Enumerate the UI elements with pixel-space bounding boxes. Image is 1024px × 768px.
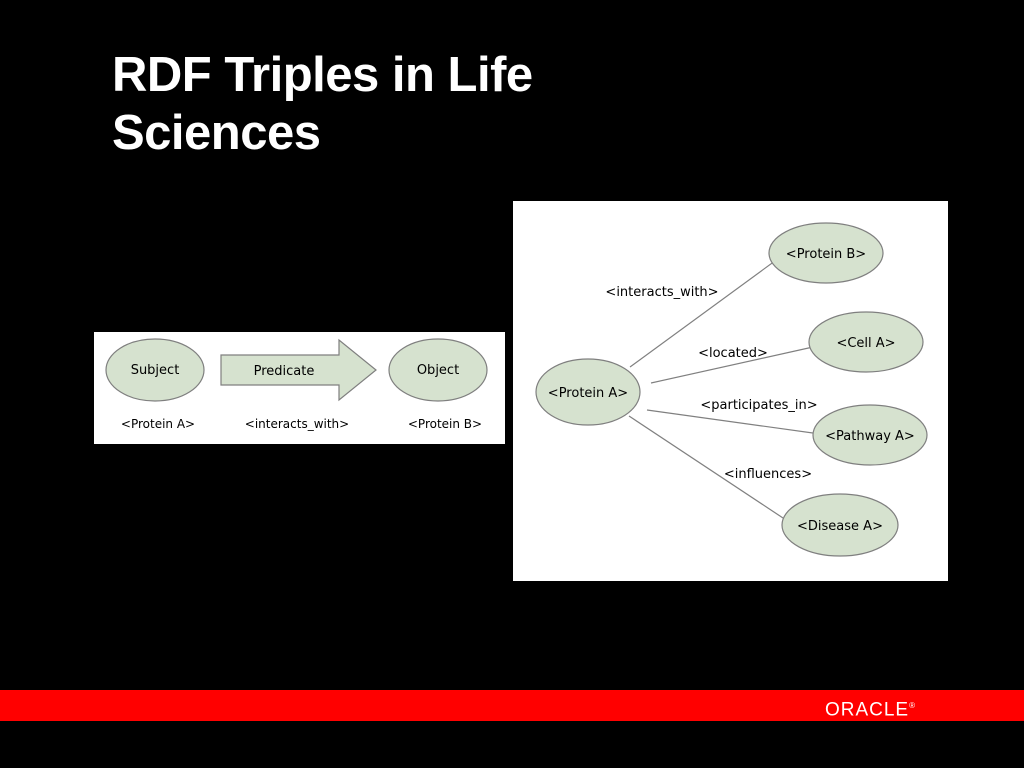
target-node-label: <Pathway A> [825, 429, 915, 444]
target-node-label: <Cell A> [836, 336, 895, 351]
edge-influences [628, 415, 784, 519]
edge-located [650, 346, 814, 384]
target-node [781, 493, 899, 557]
target-node-label: <Disease A> [797, 519, 883, 534]
target-node [812, 404, 928, 466]
target-node-label: <Protein B> [786, 247, 866, 262]
slide-title-line-1: RDF Triples in Life [112, 48, 533, 102]
target-node [768, 222, 884, 284]
edge-label: <located> [698, 346, 768, 361]
protein-graph-diagram: <Protein A> <Protein B> <Cell A> <Pathwa… [513, 201, 948, 581]
triple-diagram: Subject Predicate Object <Protein A> <in… [94, 332, 505, 444]
object-node [388, 338, 488, 402]
edge-interacts-with [629, 257, 780, 368]
predicate-label: Predicate [254, 364, 315, 379]
subject-node [105, 338, 205, 402]
subject-label: Subject [131, 363, 180, 378]
predicate-arrow [220, 338, 377, 402]
edge-label: <influences> [724, 467, 812, 482]
object-label: Object [417, 363, 459, 378]
edge-participates-in [646, 409, 821, 435]
predicate-example: <interacts_with> [245, 417, 349, 431]
footer-bar: ORACLE® [0, 690, 1024, 721]
logo-text: ORACLE [824, 699, 910, 721]
edge-label: <participates_in> [700, 398, 817, 413]
edge-label: <interacts_with> [605, 285, 718, 300]
target-node [808, 311, 924, 373]
object-example: <Protein B> [408, 417, 482, 431]
slide-title: RDF Triples in Life Sciences [112, 46, 732, 162]
center-node-label: <Protein A> [548, 386, 628, 401]
oracle-logo: ORACLE® [825, 696, 916, 719]
center-node [535, 358, 641, 426]
slide-title-line-2: Sciences [112, 106, 321, 160]
subject-example: <Protein A> [121, 417, 195, 431]
logo-mark: ® [909, 701, 916, 710]
